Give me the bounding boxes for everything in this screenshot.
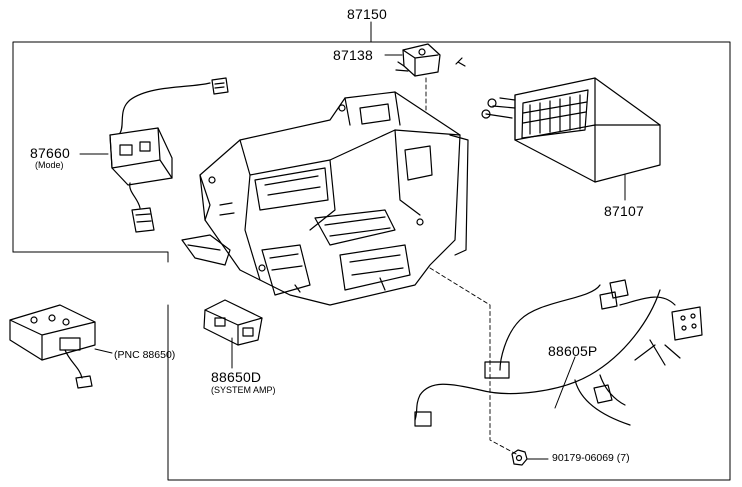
part-label-88605p: 88605P (548, 343, 598, 359)
part-label-87150: 87150 (347, 6, 387, 22)
part-label-87138: 87138 (333, 47, 373, 63)
evaporator-core (481, 77, 661, 183)
pnc-amplifier (9, 304, 96, 389)
part-label-87107: 87107 (604, 203, 644, 219)
air-mix-servo-motor (395, 43, 466, 77)
part-sublabel-mode: (Mode) (35, 160, 64, 170)
leader-lines (79, 54, 626, 460)
part-label-pnc-88650: (PNC 88650) (114, 349, 176, 361)
part-sublabel-system-amp: (SYSTEM AMP) (211, 385, 276, 395)
mode-servo-motor (109, 77, 229, 233)
nut-fastener (511, 449, 528, 466)
part-label-90179-06069: 90179-06069 (7) (552, 452, 630, 464)
part-label-88650d: 88650D (211, 369, 262, 385)
assembly-bracket-frame (12, 21, 731, 481)
system-amplifier (203, 299, 263, 346)
dashed-reference-lines (425, 77, 519, 456)
wire-harness (414, 279, 703, 427)
part-label-87660: 87660 (30, 145, 70, 161)
heater-unit-housing (181, 91, 469, 306)
